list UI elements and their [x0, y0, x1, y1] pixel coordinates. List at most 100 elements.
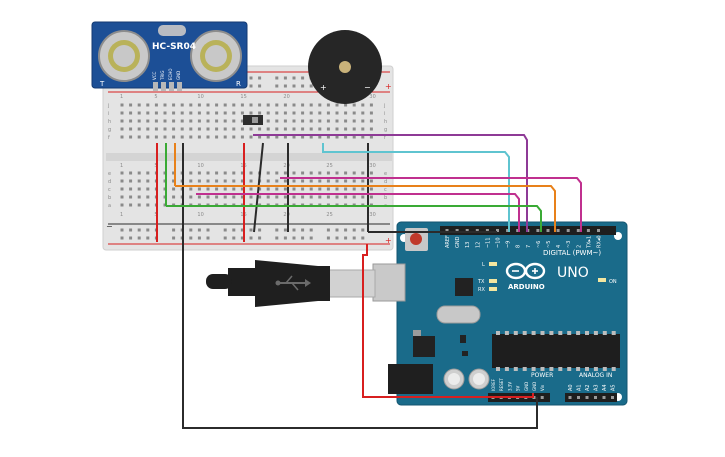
breadboard-hole[interactable]: [137, 179, 141, 183]
breadboard-hole[interactable]: [189, 179, 193, 183]
breadboard-hole[interactable]: [309, 195, 313, 199]
breadboard-hole[interactable]: [352, 195, 356, 199]
breadboard-hole[interactable]: [361, 195, 365, 199]
breadboard-hole[interactable]: [197, 135, 201, 139]
breadboard-hole[interactable]: [240, 119, 244, 123]
breadboard-hole[interactable]: [309, 103, 313, 107]
breadboard-hole[interactable]: [154, 111, 158, 115]
breadboard-hole[interactable]: [352, 103, 356, 107]
breadboard-hole[interactable]: [335, 135, 339, 139]
breadboard-hole[interactable]: [223, 195, 227, 199]
breadboard-hole[interactable]: [301, 187, 305, 191]
breadboard-hole[interactable]: [172, 111, 176, 115]
breadboard-hole[interactable]: [318, 127, 322, 131]
breadboard-hole[interactable]: [163, 119, 167, 123]
breadboard-hole[interactable]: [223, 171, 227, 175]
breadboard-hole[interactable]: [137, 127, 141, 131]
breadboard-hole[interactable]: [275, 195, 279, 199]
rail-hole[interactable]: [249, 228, 253, 232]
breadboard-hole[interactable]: [223, 135, 227, 139]
breadboard-hole[interactable]: [129, 111, 133, 115]
breadboard-hole[interactable]: [361, 111, 365, 115]
rail-hole[interactable]: [326, 236, 330, 240]
breadboard-hole[interactable]: [275, 103, 279, 107]
breadboard-hole[interactable]: [335, 187, 339, 191]
breadboard-hole[interactable]: [369, 171, 373, 175]
breadboard-hole[interactable]: [206, 179, 210, 183]
breadboard-hole[interactable]: [240, 103, 244, 107]
breadboard-hole[interactable]: [206, 195, 210, 199]
analog-header[interactable]: [565, 393, 617, 402]
rail-hole[interactable]: [197, 236, 201, 240]
breadboard-hole[interactable]: [275, 171, 279, 175]
breadboard-hole[interactable]: [215, 127, 219, 131]
breadboard-hole[interactable]: [223, 179, 227, 183]
rail-hole[interactable]: [275, 236, 279, 240]
rail-hole[interactable]: [361, 228, 365, 232]
breadboard-hole[interactable]: [197, 127, 201, 131]
breadboard-hole[interactable]: [154, 103, 158, 107]
breadboard-hole[interactable]: [206, 171, 210, 175]
breadboard-hole[interactable]: [137, 111, 141, 115]
breadboard-hole[interactable]: [240, 195, 244, 199]
rail-hole[interactable]: [258, 76, 262, 80]
breadboard-hole[interactable]: [266, 111, 270, 115]
breadboard-hole[interactable]: [129, 171, 133, 175]
rail-hole[interactable]: [309, 228, 313, 232]
breadboard-hole[interactable]: [197, 171, 201, 175]
breadboard-hole[interactable]: [275, 179, 279, 183]
breadboard-hole[interactable]: [283, 171, 287, 175]
breadboard-hole[interactable]: [258, 135, 262, 139]
breadboard-hole[interactable]: [172, 103, 176, 107]
breadboard-hole[interactable]: [197, 111, 201, 115]
breadboard-hole[interactable]: [292, 195, 296, 199]
rail-hole[interactable]: [335, 228, 339, 232]
rail-hole[interactable]: [240, 236, 244, 240]
breadboard-hole[interactable]: [318, 171, 322, 175]
usb-port[interactable]: [372, 263, 406, 302]
breadboard-hole[interactable]: [215, 103, 219, 107]
rail-hole[interactable]: [249, 84, 253, 88]
breadboard-hole[interactable]: [120, 135, 124, 139]
breadboard-hole[interactable]: [335, 195, 339, 199]
breadboard-hole[interactable]: [146, 203, 150, 207]
breadboard-hole[interactable]: [240, 127, 244, 131]
breadboard-hole[interactable]: [232, 127, 236, 131]
breadboard-hole[interactable]: [326, 111, 330, 115]
breadboard-hole[interactable]: [232, 195, 236, 199]
breadboard-hole[interactable]: [352, 135, 356, 139]
breadboard-hole[interactable]: [223, 187, 227, 191]
breadboard-hole[interactable]: [232, 111, 236, 115]
breadboard-hole[interactable]: [369, 187, 373, 191]
breadboard-hole[interactable]: [215, 187, 219, 191]
rail-hole[interactable]: [146, 236, 150, 240]
breadboard-hole[interactable]: [197, 179, 201, 183]
breadboard-hole[interactable]: [120, 171, 124, 175]
rail-hole[interactable]: [258, 84, 262, 88]
rail-hole[interactable]: [223, 228, 227, 232]
breadboard-hole[interactable]: [369, 195, 373, 199]
breadboard-hole[interactable]: [292, 135, 296, 139]
rail-hole[interactable]: [232, 228, 236, 232]
breadboard-hole[interactable]: [352, 187, 356, 191]
breadboard-hole[interactable]: [369, 119, 373, 123]
breadboard-hole[interactable]: [120, 103, 124, 107]
breadboard-hole[interactable]: [309, 111, 313, 115]
slide-switch[interactable]: [243, 115, 263, 125]
breadboard-hole[interactable]: [292, 103, 296, 107]
wire-magenta-upper[interactable]: [280, 177, 582, 232]
breadboard-hole[interactable]: [361, 187, 365, 191]
breadboard-hole[interactable]: [146, 135, 150, 139]
breadboard-hole[interactable]: [137, 135, 141, 139]
breadboard-hole[interactable]: [189, 171, 193, 175]
rail-hole[interactable]: [352, 228, 356, 232]
wire-black-rail-a[interactable]: [253, 142, 264, 233]
rail-hole[interactable]: [283, 228, 287, 232]
breadboard-hole[interactable]: [335, 111, 339, 115]
breadboard-hole[interactable]: [240, 135, 244, 139]
breadboard-hole[interactable]: [275, 127, 279, 131]
breadboard-hole[interactable]: [120, 187, 124, 191]
breadboard-hole[interactable]: [361, 119, 365, 123]
breadboard-hole[interactable]: [326, 179, 330, 183]
rail-hole[interactable]: [352, 236, 356, 240]
